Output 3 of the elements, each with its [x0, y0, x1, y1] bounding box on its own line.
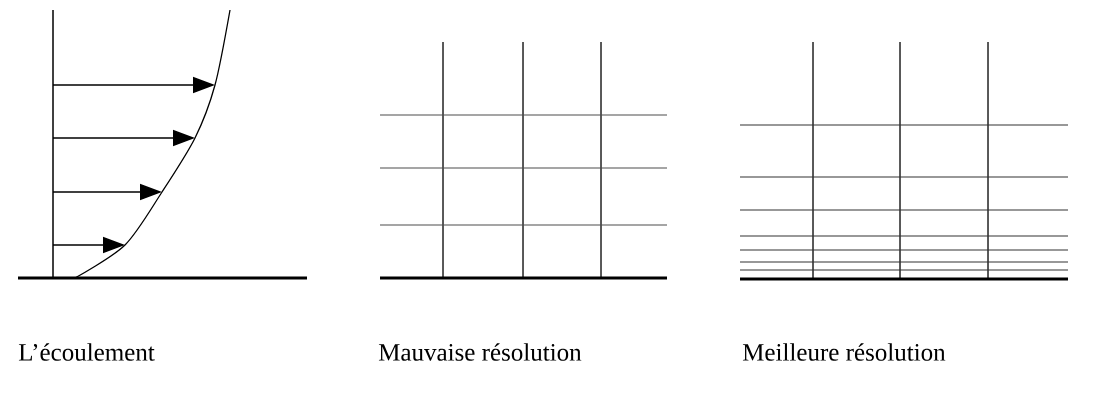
caption: Mauvaise résolution [378, 343, 582, 361]
caption: Meilleure résolution [742, 343, 946, 361]
caption: L’écoulement [18, 343, 155, 361]
